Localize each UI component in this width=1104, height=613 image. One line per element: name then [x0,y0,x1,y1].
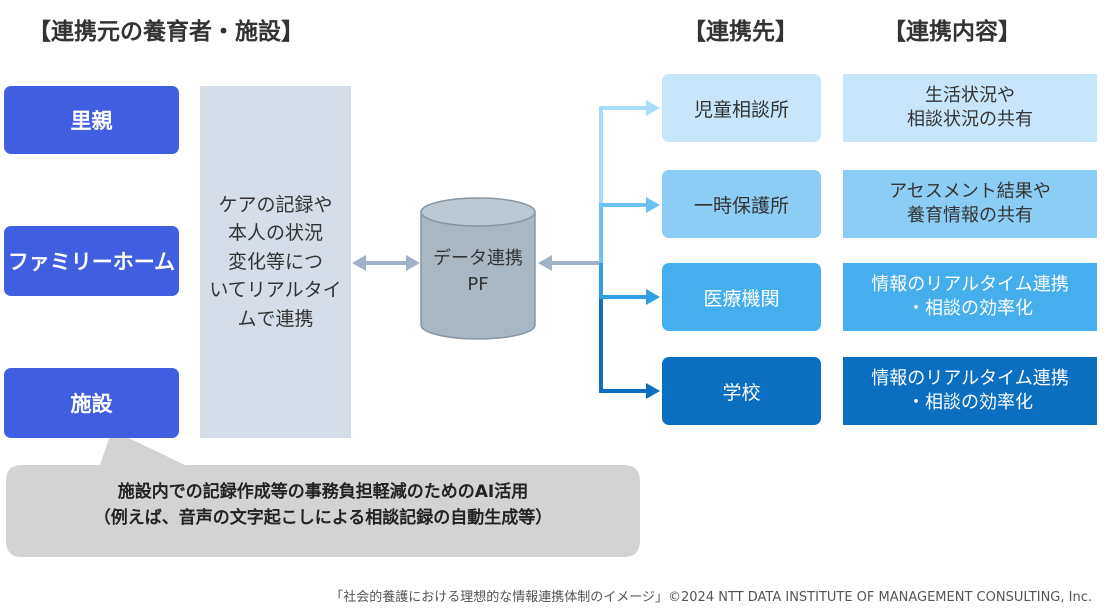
target-medical-institution: 医療機関 [662,263,821,331]
care-platform-double-arrow [352,255,420,271]
branch-arrow-head [646,197,660,213]
target-heading: 【連携先】 [683,19,798,45]
target-school: 学校 [662,357,821,425]
callout-text: 施設内での記録作成等の事務負担軽減のためのAI活用 （例えば、音声の文字起こしに… [93,482,553,528]
content-temporary-shelter: アセスメント結果や 養育情報の共有 [843,170,1097,238]
content-school: 情報のリアルタイム連携 ・相談の効率化 [843,357,1097,425]
content-medical-institution: 情報のリアルタイム連携 ・相談の効率化 [843,263,1097,331]
data-platform-line1: データ連携 [433,248,523,269]
source-label: 里親 [70,109,113,133]
target-child-guidance-center: 児童相談所 [662,74,821,142]
copyright-footer: 「社会的養護における理想的な情報連携体制のイメージ」©2024 NTT DATA… [330,590,1092,605]
data-platform-label: データ連携 PF [421,246,535,298]
content-child-guidance-center: 生活状況や 相談状況の共有 [843,74,1097,142]
target-temporary-shelter: 一時保護所 [662,170,821,238]
callout-shape [6,430,640,557]
source-facility: 施設 [4,368,179,438]
content-heading: 【連携内容】 [883,19,1021,45]
data-platform-cylinder [420,197,536,340]
care-record-box: ケアの記録や 本人の状況 変化等につ いてリアルタイ ムで連携 [200,86,351,438]
source-label: ファミリーホーム [7,250,176,274]
branch-arrow-head [646,383,660,399]
branch-arrow-head [646,100,660,116]
source-heading: 【連携元の養育者・施設】 [28,19,304,45]
source-label: 施設 [70,392,113,416]
source-foster-parent: 里親 [4,86,179,154]
source-family-home: ファミリーホーム [4,226,179,296]
branch-arrow-head [646,289,660,305]
bus-platform-arrow [538,255,600,271]
data-platform-line2: PF [467,274,489,296]
branch-arrows [599,100,660,399]
